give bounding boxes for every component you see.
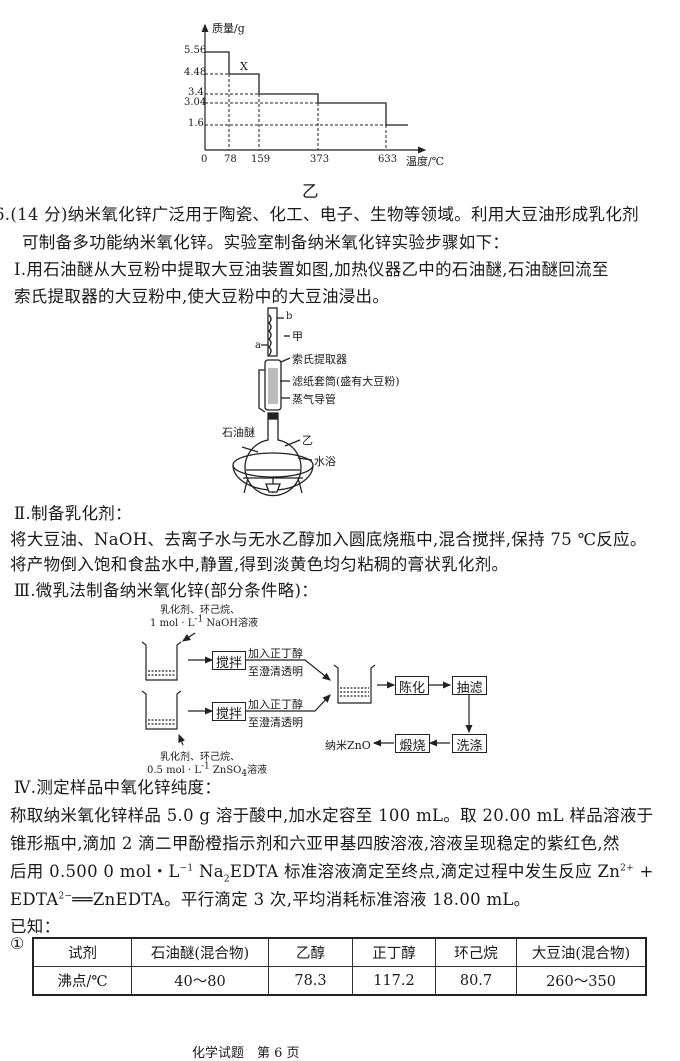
calcine-box: 煅烧 xyxy=(395,734,430,754)
table-row: 沸点/℃ 40～80 78.3 117.2 80.7 260～350 xyxy=(32,966,647,996)
table-cell: 260～350 xyxy=(516,966,647,996)
y-tick: 1.6 xyxy=(188,118,204,129)
label-extractor: 索氏提取器 xyxy=(292,353,347,366)
label-a: a xyxy=(255,340,261,351)
product-label: 纳米ZnO xyxy=(325,739,371,752)
step2-line: 将大豆油、NaOH、去离子水与无水乙醇加入圆底烧瓶中,混合搅拌,保持 75 ℃反… xyxy=(10,530,647,549)
boiling-point-table: 试剂 石油醚(混合物) 乙醇 正丁醇 环己烷 大豆油(混合物) 沸点/℃ 40～… xyxy=(32,937,647,996)
step4-line: EDTA2−══ZnEDTA。平行滴定 3 次,平均消耗标准溶液 18.00 m… xyxy=(10,890,531,909)
add-butanol-label: 加入正丁醇 xyxy=(248,698,303,711)
beaker-top xyxy=(141,641,182,681)
thimble xyxy=(268,368,278,404)
x-tick: 78 xyxy=(224,154,237,165)
x-tick: 0 xyxy=(201,154,208,165)
stir-box: 搅拌 xyxy=(212,651,246,671)
top-reagent-label: 1 mol · L-1 NaOH溶液 xyxy=(150,614,259,629)
table-cell: 40～80 xyxy=(131,966,269,996)
question-line: 可制备多功能纳米氧化锌。实验室制备纳米氧化锌实验步骤如下： xyxy=(22,233,510,252)
step4-line: 后用 0.500 0 mol・L−1 Na2EDTA 标准溶液滴定至终点,滴定过… xyxy=(10,862,654,885)
label-jia: 甲 xyxy=(292,330,303,343)
label-b: b xyxy=(286,311,293,322)
extractor-body xyxy=(264,359,282,411)
step4-line: 称取纳米氧化锌样品 5.0 g 溶于酸中,加水定容至 100 mL。取 20.0… xyxy=(10,806,654,825)
x-tick: 373 xyxy=(310,154,330,165)
tripod xyxy=(243,477,303,494)
flowchart xyxy=(141,632,473,747)
step4-line: 锥形瓶中,滴加 2 滴二甲酚橙指示剂和六亚甲基四胺溶液,溶液呈现稳定的紫红色,然 xyxy=(10,834,620,853)
step1-line: Ⅰ.用石油醚从大豆粉中提取大豆油装置如图,加热仪器乙中的石油醚,石油醚回流至 xyxy=(14,260,609,279)
condenser xyxy=(267,307,278,357)
table-marker: ① xyxy=(10,934,25,953)
table-header: 大豆油(混合物) xyxy=(516,937,647,967)
x-marker-label: X xyxy=(240,60,248,73)
until-clear-label: 至澄清透明 xyxy=(248,665,303,678)
table-cell: 78.3 xyxy=(268,966,353,996)
x-axis-label: 温度/℃ xyxy=(406,155,445,168)
mass-temperature-chart xyxy=(201,23,427,154)
label-vapor-tube: 蒸气导管 xyxy=(292,393,336,406)
mass-step-line xyxy=(205,51,408,126)
beaker-bottom xyxy=(141,690,182,730)
wash-box: 洗涤 xyxy=(452,734,487,754)
y-axis-label: 质量/g xyxy=(212,22,245,35)
bottom-reagent-label: 乳化剂、环己烷、 xyxy=(160,752,240,763)
y-tick: 5.56 xyxy=(184,45,207,56)
table-header: 乙醇 xyxy=(268,937,353,967)
step2-title: Ⅱ.制备乳化剂： xyxy=(14,504,132,523)
step4-title: Ⅳ.测定样品中氧化锌纯度： xyxy=(14,778,222,797)
top-reagent-label: 乳化剂、环己烷、 xyxy=(160,605,240,616)
page-footer: 化学试题 第 6 页 xyxy=(192,1046,300,1061)
y-tick: 3.04 xyxy=(184,97,207,108)
table-cell: 117.2 xyxy=(352,966,436,996)
round-bottom-flask xyxy=(244,419,302,497)
table-header: 环己烷 xyxy=(435,937,517,967)
known-label: 已知： xyxy=(10,917,61,936)
until-clear-label: 至澄清透明 xyxy=(248,716,303,729)
vapor-tube xyxy=(258,369,266,413)
x-tick: 159 xyxy=(251,154,271,165)
aging-box: 陈化 xyxy=(395,676,429,696)
add-butanol-label: 加入正丁醇 xyxy=(248,647,303,660)
figure-caption: 乙 xyxy=(302,182,319,201)
table-header-row: 试剂 石油醚(混合物) 乙醇 正丁醇 环己烷 大豆油(混合物) xyxy=(32,937,647,967)
step2-line: 将产物倒入饱和食盐水中,静置,得到淡黄色均匀粘稠的膏状乳化剂。 xyxy=(10,555,509,574)
table-cell: 沸点/℃ xyxy=(32,966,132,996)
table-header: 试剂 xyxy=(32,937,132,967)
bottom-reagent-label: 0.5 mol · L-1 ZnSO4溶液 xyxy=(147,761,268,779)
stir-box: 搅拌 xyxy=(212,702,246,722)
question-line: 6.(14 分)纳米氧化锌广泛用于陶瓷、化工、电子、生物等领域。利用大豆油形成乳… xyxy=(0,205,639,224)
x-tick: 633 xyxy=(378,154,398,165)
label-petroleum-ether: 石油醚 xyxy=(222,426,255,439)
table-header: 石油醚(混合物) xyxy=(131,937,269,967)
beaker-mix xyxy=(333,664,376,704)
label-yi: 乙 xyxy=(302,434,313,447)
table-cell: 80.7 xyxy=(435,966,517,996)
label-thimble: 滤纸套筒(盛有大豆粉) xyxy=(292,375,400,388)
soxhlet-apparatus-drawing xyxy=(232,307,314,497)
suction-filter-box: 抽滤 xyxy=(452,676,487,696)
step3-title: Ⅲ.微乳法制备纳米氧化锌(部分条件略)： xyxy=(14,581,319,600)
y-tick: 3.4 xyxy=(188,87,204,98)
label-water-bath: 水浴 xyxy=(314,455,336,468)
step1-line: 索氏提取器的大豆粉中,使大豆粉中的大豆油浸出。 xyxy=(14,287,390,306)
table-header: 正丁醇 xyxy=(352,937,436,967)
y-tick: 4.48 xyxy=(184,67,207,78)
